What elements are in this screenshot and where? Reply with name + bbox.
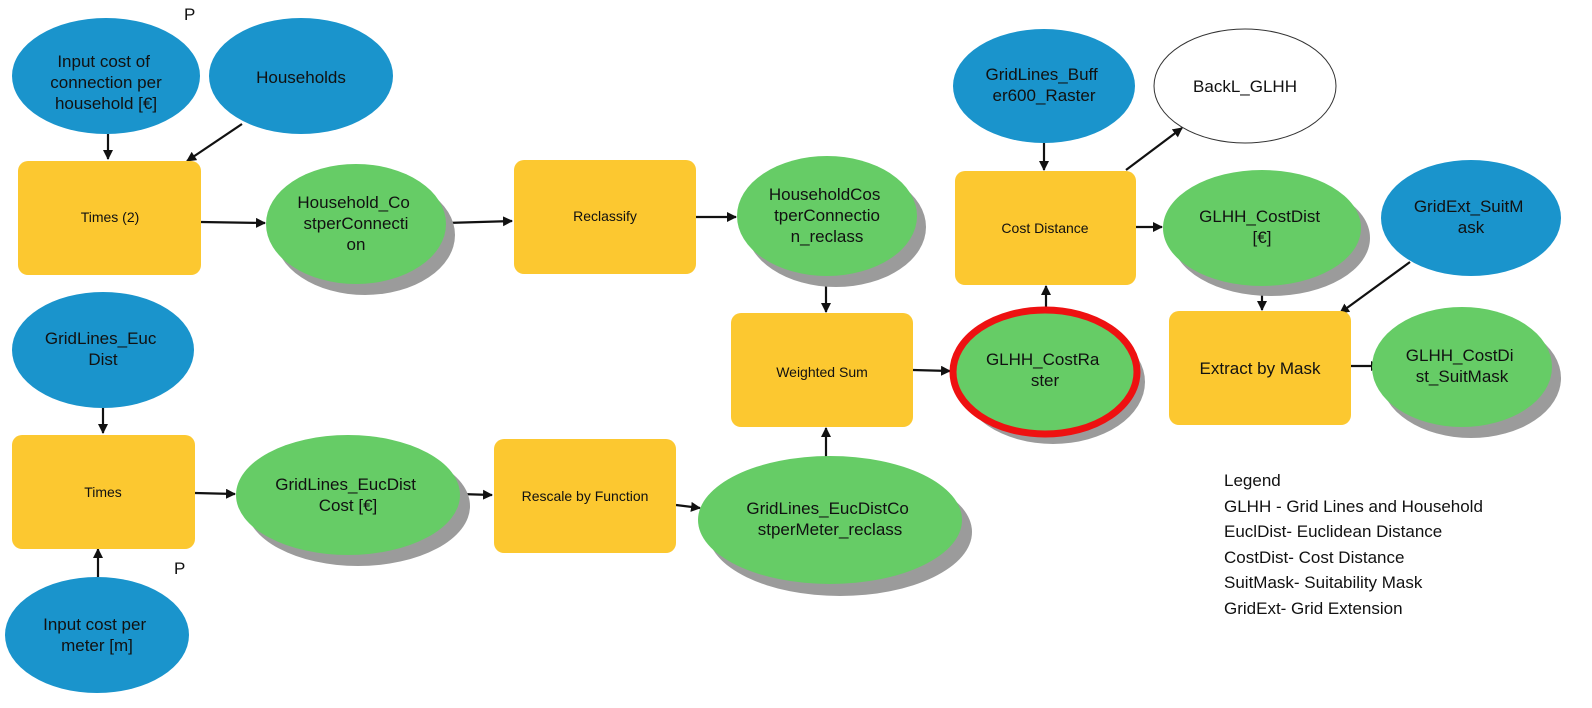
legend-item: SuitMask- Suitability Mask — [1224, 573, 1423, 592]
connector-suitmask-to-extract — [1339, 261, 1411, 314]
node-rescale[interactable]: Rescale by Function — [494, 439, 676, 553]
legend-item: CostDist- Cost Distance — [1224, 547, 1405, 567]
node-label-line: ster — [1031, 371, 1060, 390]
node-label: GLHH_CostRa ster — [986, 350, 1104, 390]
node-label: GridLines_Buff er600_Raster — [986, 65, 1103, 105]
node-times[interactable]: Times — [12, 435, 195, 549]
connector-times-to-eucdist-cost — [194, 488, 236, 499]
node-label: Households — [256, 68, 346, 87]
node-backl-glhh[interactable]: BackL_GLHH — [1153, 28, 1337, 144]
node-weighted-sum[interactable]: Weighted Sum — [731, 313, 913, 427]
node-label: GLHH_CostDi st_SuitMask — [1406, 346, 1518, 386]
connector-household-cost-to-reclassify — [445, 216, 513, 227]
node-gridlines-eucdist-cost[interactable]: GridLines_EucDist Cost [€] — [236, 435, 470, 566]
node-gridlines-buffer[interactable]: GridLines_Buff er600_Raster — [953, 29, 1135, 143]
node-label-line: n_reclass — [791, 227, 864, 246]
node-label: Weighted Sum — [776, 364, 868, 380]
connector-households-to-times2 — [186, 123, 243, 162]
node-label: GridLines_EucDistCo stperMeter_reclass — [746, 499, 913, 539]
legend-item: GLHH - Grid Lines and Household — [1224, 496, 1483, 516]
parameter-marker: P — [174, 559, 185, 578]
node-label: Input cost per meter [m] — [43, 615, 151, 655]
node-label: Times — [84, 484, 122, 500]
node-glhh-costdist-suitmask[interactable]: GLHH_CostDi st_SuitMask — [1372, 307, 1561, 438]
connector-cost-distance-to-backl — [1125, 127, 1183, 171]
node-label: Cost Distance — [1001, 220, 1088, 236]
node-label-line: stperConnecti — [304, 214, 409, 233]
node-label: Reclassify — [573, 208, 637, 224]
node-label-line: Cost [€] — [319, 496, 378, 515]
node-gridext-suitmask[interactable]: GridExt_SuitM ask — [1381, 160, 1561, 276]
legend: Legend GLHH - Grid Lines and Household E… — [1224, 468, 1483, 621]
node-input-cost-meter[interactable]: Input cost per meter [m] — [5, 577, 189, 693]
node-gridlines-eucdist-reclass[interactable]: GridLines_EucDistCo stperMeter_reclass — [698, 456, 972, 596]
node-extract-by-mask[interactable]: Extract by Mask — [1169, 311, 1351, 425]
connector-weighted-sum-to-costraster — [912, 365, 951, 376]
node-households[interactable]: Households — [209, 18, 393, 134]
node-cost-distance[interactable]: Cost Distance — [955, 171, 1136, 285]
node-label: GridLines_EucDist Cost [€] — [275, 475, 421, 515]
node-label: Times (2) — [81, 209, 140, 225]
node-label-line: [€] — [1253, 228, 1272, 247]
node-label-line: st_SuitMask — [1416, 367, 1509, 386]
node-glhh-costraster[interactable]: GLHH_CostRa ster — [949, 306, 1145, 444]
node-label-line: tperConnectio — [774, 206, 880, 225]
node-label-line: Dist — [88, 350, 118, 369]
node-label: BackL_GLHH — [1193, 77, 1297, 96]
node-label-line: er600_Raster — [992, 86, 1095, 105]
node-label-line: ask — [1458, 218, 1485, 237]
node-gridlines-eucdist[interactable]: GridLines_Euc Dist — [12, 292, 194, 408]
node-label: GLHH_CostDist [€] — [1199, 207, 1325, 247]
node-glhh-costdist[interactable]: GLHH_CostDist [€] — [1163, 170, 1370, 296]
node-reclassify[interactable]: Reclassify — [514, 160, 696, 274]
node-label-line: household [€] — [55, 94, 157, 113]
node-label: GridLines_Euc Dist — [45, 329, 161, 369]
node-label-line: meter [m] — [61, 636, 133, 655]
legend-item: GridExt- Grid Extension — [1224, 598, 1403, 618]
legend-title: Legend — [1224, 471, 1281, 490]
legend-item: EuclDist- Euclidean Distance — [1224, 522, 1443, 541]
node-label: Rescale by Function — [522, 488, 649, 504]
connector-rescale-to-eucdist-reclass — [675, 501, 701, 512]
node-times2[interactable]: Times (2) — [18, 161, 201, 275]
node-label-line: on — [347, 235, 366, 254]
connector-times2-to-household-cost — [200, 217, 266, 228]
parameter-marker: P — [184, 5, 195, 24]
node-label: GridExt_SuitM ask — [1414, 197, 1528, 237]
node-label: Extract by Mask — [1200, 359, 1321, 378]
node-label-line: connection per — [50, 73, 162, 92]
node-label-line: stperMeter_reclass — [758, 520, 903, 539]
